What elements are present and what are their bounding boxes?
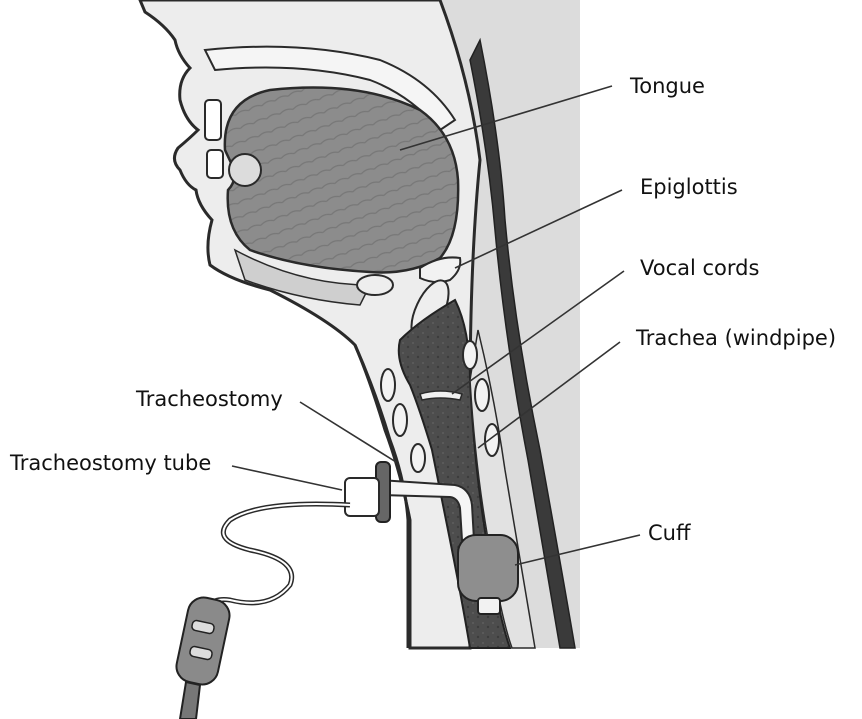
label-tongue: Tongue — [630, 76, 705, 97]
hyoid-cartilage — [357, 275, 393, 295]
pilot-valve — [180, 682, 200, 719]
upper-teeth — [205, 100, 221, 140]
tongue-tip — [229, 154, 261, 186]
tracheal-ring-back-2 — [475, 379, 489, 411]
leader-tracheostomy-tube — [232, 466, 342, 490]
pilot-balloon — [174, 595, 233, 688]
vocal-cords-shape — [420, 391, 462, 400]
label-cuff: Cuff — [648, 523, 690, 544]
tracheal-ring-back-1 — [463, 341, 477, 369]
label-trachea: Trachea (windpipe) — [636, 328, 836, 349]
cuff-tip — [478, 598, 500, 614]
pilot-line-inner — [210, 504, 350, 605]
tracheal-ring-back-3 — [485, 424, 499, 456]
label-tracheostomy-tube: Tracheostomy tube — [10, 453, 211, 474]
label-tracheostomy: Tracheostomy — [136, 389, 283, 410]
tracheal-ring-1 — [381, 369, 395, 401]
tracheal-ring-3 — [411, 444, 425, 472]
cuff-shape — [458, 535, 518, 601]
label-epiglottis: Epiglottis — [640, 177, 738, 198]
label-vocal-cords: Vocal cords — [640, 258, 759, 279]
tracheal-ring-2 — [393, 404, 407, 436]
lower-teeth — [207, 150, 223, 178]
tracheostomy-tube-connector — [345, 478, 379, 516]
tongue-shape — [225, 88, 458, 273]
